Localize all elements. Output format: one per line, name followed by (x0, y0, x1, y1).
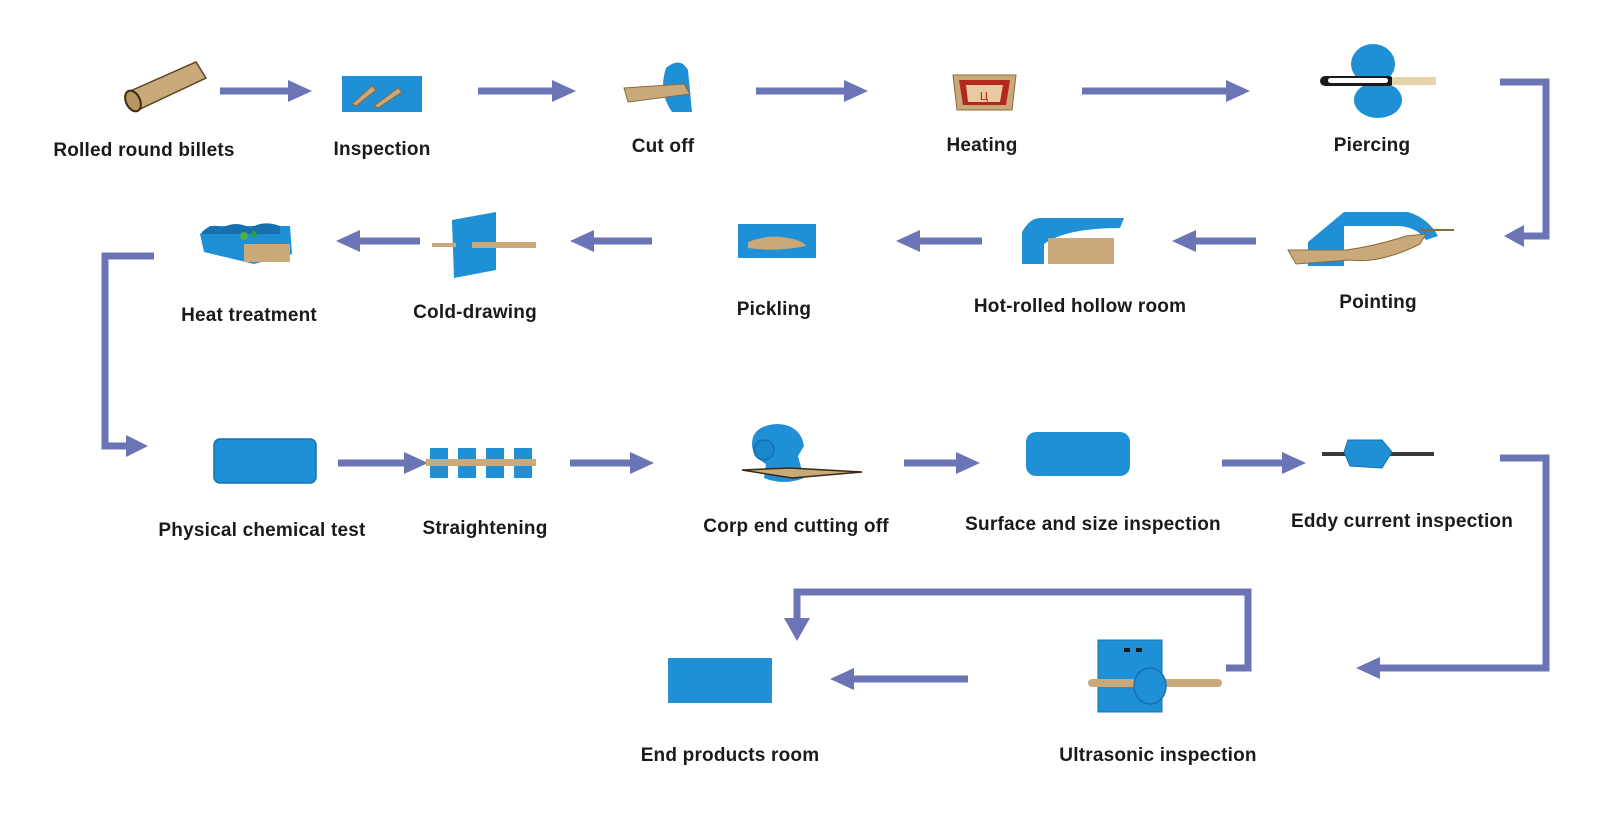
flow-arrows (101, 78, 1550, 690)
furnace-icon: Ц (952, 74, 1017, 111)
arrowhead-ultrasonic-direct (830, 668, 854, 690)
pointing-machine-icon (1287, 212, 1454, 266)
svg-text:Ц: Ц (980, 90, 989, 103)
inspection-block-icon (1026, 432, 1130, 476)
arrowhead-heating-to-piercing (1226, 80, 1250, 102)
label-pointing: Pointing (1339, 292, 1417, 313)
connector-eddy-to-ultrasonic (1378, 454, 1550, 672)
label-corp-end-cutting-off: Corp end cutting off (703, 516, 889, 537)
label-rolled-round-billets: Rolled round billets (53, 140, 235, 161)
arrowhead-inspection-to-cutoff (552, 80, 576, 102)
connector-piercing-to-pointing (1500, 78, 1550, 240)
label-cold-drawing: Cold-drawing (413, 302, 537, 323)
billet-icon (124, 61, 208, 113)
cold-drawing-icon (432, 212, 536, 278)
arrowhead-physchem-to-straight (404, 452, 428, 474)
arrowhead-rolled-to-inspection (288, 80, 312, 102)
arrowhead-ultrasonic-to-endproducts (784, 618, 810, 641)
hollow-storage-icon (1022, 218, 1124, 264)
connector-heattreat-to-physchem (101, 252, 154, 450)
arrowhead-pointing-to-hotrolled (1172, 230, 1196, 252)
ultrasonic-tester-icon (1088, 639, 1222, 713)
label-physical-chemical-test: Physical chemical test (158, 520, 366, 541)
label-heating: Heating (946, 135, 1018, 156)
label-eddy-current-inspection: Eddy current inspection (1290, 511, 1514, 532)
label-heat-treatment: Heat treatment (181, 305, 317, 326)
end-cutter-icon (741, 424, 863, 482)
connector-ultrasonic-to-endproducts (793, 588, 1252, 672)
straightener-icon (426, 448, 536, 478)
label-surface-and-size-inspection: Surface and size inspection (965, 514, 1221, 535)
heat-treatment-furnace-icon (200, 223, 292, 264)
arrowhead-piercing-to-pointing (1504, 225, 1524, 247)
arrowhead-straight-to-corpend (630, 452, 654, 474)
label-piercing: Piercing (1333, 135, 1411, 156)
label-cut-off: Cut off (631, 136, 695, 157)
inspection-icon (342, 76, 422, 112)
test-block-icon (213, 438, 317, 484)
arrowhead-surface-to-eddy (1282, 452, 1306, 474)
arrowhead-hotrolled-to-pickling (896, 230, 920, 252)
label-pickling: Pickling (736, 299, 812, 320)
label-straightening: Straightening (422, 518, 548, 539)
arrowhead-heattreat-to-physchem (126, 435, 148, 457)
label-hot-rolled-hollow-room: Hot-rolled hollow room (973, 296, 1187, 317)
warehouse-block-icon (668, 658, 772, 703)
arrowhead-corpend-to-surface (956, 452, 980, 474)
arrowhead-cutoff-to-heating (844, 80, 868, 102)
arrowhead-pickling-to-colddrawing (570, 230, 594, 252)
eddy-current-probe-icon (1322, 439, 1434, 469)
label-end-products-room: End products room (640, 745, 820, 766)
pickling-tank-icon (738, 224, 816, 258)
piercing-mill-icon (1320, 44, 1436, 118)
cutter-icon (623, 62, 692, 112)
arrowhead-eddy-to-ultrasonic (1356, 657, 1380, 679)
arrowhead-colddrawing-to-heattreat (336, 230, 360, 252)
label-ultrasonic-inspection: Ultrasonic inspection (1059, 745, 1257, 766)
label-inspection: Inspection (333, 139, 431, 160)
